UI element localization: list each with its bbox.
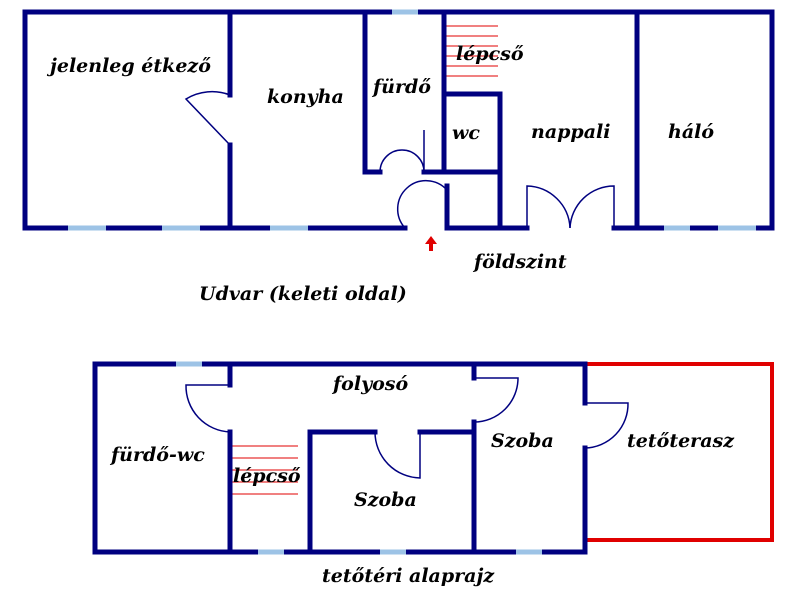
attic-doors bbox=[185, 377, 629, 479]
room-label-bathroom: fürdő bbox=[371, 76, 431, 98]
room-label-roof-terrace: tetőterasz bbox=[627, 430, 735, 452]
ground-floor-plan bbox=[22, 9, 775, 251]
room-label-room-right: Szoba bbox=[491, 430, 554, 452]
ground-windows bbox=[68, 9, 756, 231]
room-label-wc: wc bbox=[452, 122, 480, 144]
room-label-living-room: nappali bbox=[531, 121, 610, 143]
room-label-bath-wc: fürdő-wc bbox=[109, 444, 205, 466]
room-label-corridor: folyosó bbox=[331, 373, 408, 395]
attic-stairs bbox=[232, 445, 298, 495]
roof-terrace-outline bbox=[585, 362, 774, 542]
room-label-dining: jelenleg étkező bbox=[46, 55, 211, 77]
room-label-stairs-ground: lépcső bbox=[456, 43, 524, 65]
room-label-stairs-attic: lépcső bbox=[233, 465, 301, 487]
attic-windows bbox=[176, 361, 542, 555]
courtyard-label: Udvar (keleti oldal) bbox=[199, 283, 407, 305]
room-label-room-middle: Szoba bbox=[354, 489, 417, 511]
ground-stairs bbox=[446, 25, 498, 77]
ground-walls bbox=[22, 9, 775, 231]
room-label-kitchen: konyha bbox=[267, 86, 344, 108]
attic-walls bbox=[92, 361, 588, 555]
attic-floor-plan bbox=[92, 361, 774, 555]
attic-floor-title: tetőtéri alaprajz bbox=[322, 565, 495, 587]
ground-doors bbox=[184, 90, 615, 229]
room-labels: jelenleg étkező konyha fürdő lépcső wc n… bbox=[46, 43, 735, 587]
ground-floor-title: földszint bbox=[472, 251, 567, 273]
room-label-bedroom: háló bbox=[668, 121, 714, 143]
up-arrow-icon bbox=[425, 236, 437, 251]
